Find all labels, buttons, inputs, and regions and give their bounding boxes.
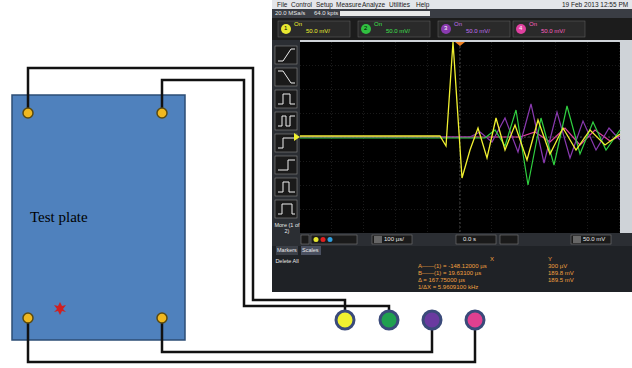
wire <box>28 68 475 362</box>
channel-number: 3 <box>444 25 447 32</box>
sensor-terminal <box>23 108 167 323</box>
channel-state: On <box>294 21 302 28</box>
tab: Markers <box>277 247 297 253</box>
trigger-level: 50.0 mV <box>583 236 605 243</box>
marker-readout: A——(1) = -148.12000 µs <box>418 263 487 270</box>
menu-item: Analyze <box>362 1 385 8</box>
plate-box: Test plate <box>12 95 185 340</box>
channel-number: 4 <box>519 25 522 32</box>
plate-label: Test plate <box>30 209 88 226</box>
channel-number: 2 <box>364 25 367 32</box>
menu-item: Help <box>416 1 429 8</box>
source-mark <box>54 302 66 315</box>
soft-key: More (1 of 2) <box>274 222 300 234</box>
channel-number: 1 <box>284 25 287 32</box>
channel-scale: 50.0 mV/ <box>541 28 565 35</box>
channel-state: On <box>454 21 462 28</box>
channel-scale: 50.0 mV/ <box>466 28 490 35</box>
channel-input <box>336 311 484 329</box>
readout-header: X <box>490 256 494 263</box>
channel-state: On <box>529 21 537 28</box>
date-time: 19 Feb 2013 12:55 PM <box>562 1 628 8</box>
time-scale: 100 µs/ <box>384 236 404 243</box>
time-offset: 0.0 s <box>463 236 476 243</box>
marker-readout: 1/ΔX = 5.9609100 kHz <box>418 284 478 291</box>
channel-scale: 50.0 mV/ <box>386 28 410 35</box>
marker-readout: 300 µV <box>548 263 567 270</box>
marker-readout: 189.8 mV <box>548 270 574 277</box>
menu-item: Utilities <box>389 1 410 8</box>
soft-key: Delete All <box>274 258 300 264</box>
channel-state: On <box>374 21 382 28</box>
menu-item: File <box>277 1 287 8</box>
memory-depth: 64.0 kpts <box>314 10 338 17</box>
readout-header: Y <box>548 256 552 263</box>
menu-item: Measure <box>336 1 361 8</box>
menu-item: Setup <box>316 1 333 8</box>
scope-window <box>272 0 632 292</box>
marker-readout: B——(1) = 19.63100 µs <box>418 270 481 277</box>
test-plate <box>12 95 185 340</box>
channel-scale: 50.0 mV/ <box>306 28 330 35</box>
sample-rate: 20.0 MSa/s <box>275 10 305 17</box>
menu-item: Control <box>291 1 312 8</box>
marker-readout: 189.5 mV <box>548 277 574 284</box>
tab: Scales <box>302 247 319 253</box>
marker-readout: Δ = 167.75000 µs <box>418 277 465 284</box>
